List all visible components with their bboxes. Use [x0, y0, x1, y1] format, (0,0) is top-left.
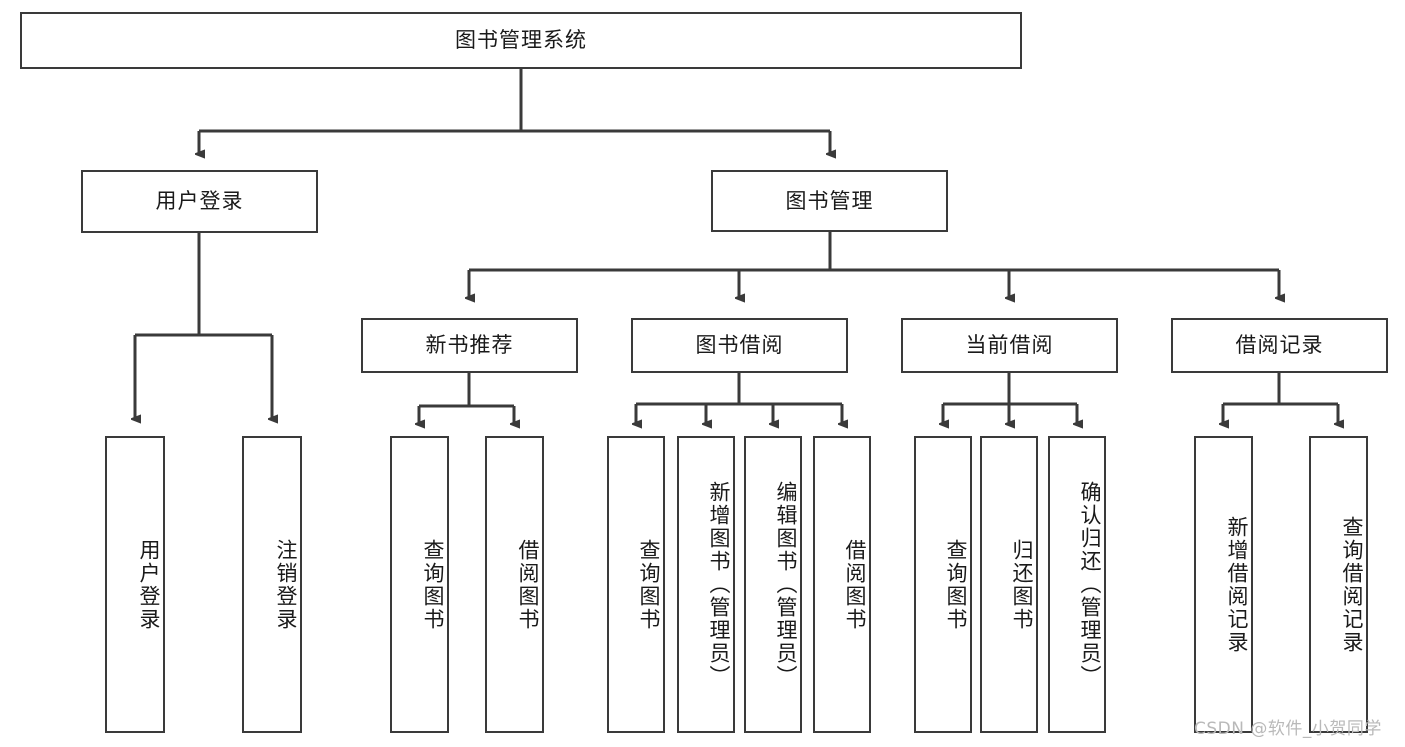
node-root[interactable]: 图书管理系统: [20, 12, 1022, 69]
node-borrow-record[interactable]: 借阅记录: [1171, 318, 1388, 373]
node-leaf-edit-book[interactable]: 编辑图书（管理员）: [744, 436, 802, 733]
node-book-manage[interactable]: 图书管理: [711, 170, 948, 232]
node-leaf-query-book-3-label: 查询图书: [944, 538, 968, 631]
node-current-borrow-label: 当前借阅: [965, 333, 1054, 358]
node-book-manage-label: 图书管理: [785, 188, 874, 213]
node-borrow-record-label: 借阅记录: [1235, 333, 1324, 358]
watermark-text: CSDN @软件_小贺同学: [1194, 719, 1382, 739]
node-new-book-recommend[interactable]: 新书推荐: [361, 318, 578, 373]
node-leaf-borrow-book-2-label: 借阅图书: [843, 538, 867, 631]
node-leaf-add-book[interactable]: 新增图书（管理员）: [677, 436, 735, 733]
node-leaf-query-book-1-label: 查询图书: [421, 538, 445, 631]
node-leaf-add-record[interactable]: 新增借阅记录: [1194, 436, 1253, 733]
node-leaf-return-book-label: 归还图书: [1010, 538, 1034, 631]
node-leaf-confirm-return[interactable]: 确认归还（管理员）: [1048, 436, 1106, 733]
node-book-borrow[interactable]: 图书借阅: [631, 318, 848, 373]
node-leaf-edit-book-label: 编辑图书（管理员）: [774, 481, 798, 688]
node-leaf-borrow-book-1-label: 借阅图书: [516, 538, 540, 631]
node-book-borrow-label: 图书借阅: [695, 333, 784, 358]
node-leaf-confirm-return-label: 确认归还（管理员）: [1078, 481, 1102, 688]
node-leaf-query-book-3[interactable]: 查询图书: [914, 436, 972, 733]
node-leaf-query-book-2[interactable]: 查询图书: [607, 436, 665, 733]
node-leaf-add-book-label: 新增图书（管理员）: [707, 481, 731, 688]
node-leaf-query-book-2-label: 查询图书: [637, 538, 661, 631]
node-new-book-recommend-label: 新书推荐: [425, 333, 514, 358]
node-leaf-user-login[interactable]: 用户登录: [105, 436, 165, 733]
node-leaf-return-book[interactable]: 归还图书: [980, 436, 1038, 733]
node-current-borrow[interactable]: 当前借阅: [901, 318, 1118, 373]
node-leaf-query-record[interactable]: 查询借阅记录: [1309, 436, 1368, 733]
node-leaf-borrow-book-1[interactable]: 借阅图书: [485, 436, 544, 733]
node-root-label: 图书管理系统: [455, 28, 587, 53]
node-leaf-logout-login-label: 注销登录: [274, 538, 298, 631]
node-leaf-logout-login[interactable]: 注销登录: [242, 436, 302, 733]
node-leaf-query-record-label: 查询借阅记录: [1340, 515, 1364, 654]
node-leaf-query-book-1[interactable]: 查询图书: [390, 436, 449, 733]
node-leaf-add-record-label: 新增借阅记录: [1225, 515, 1249, 654]
node-user-login[interactable]: 用户登录: [81, 170, 318, 233]
node-user-login-label: 用户登录: [155, 189, 244, 214]
node-leaf-borrow-book-2[interactable]: 借阅图书: [813, 436, 871, 733]
node-leaf-user-login-label: 用户登录: [137, 538, 161, 631]
